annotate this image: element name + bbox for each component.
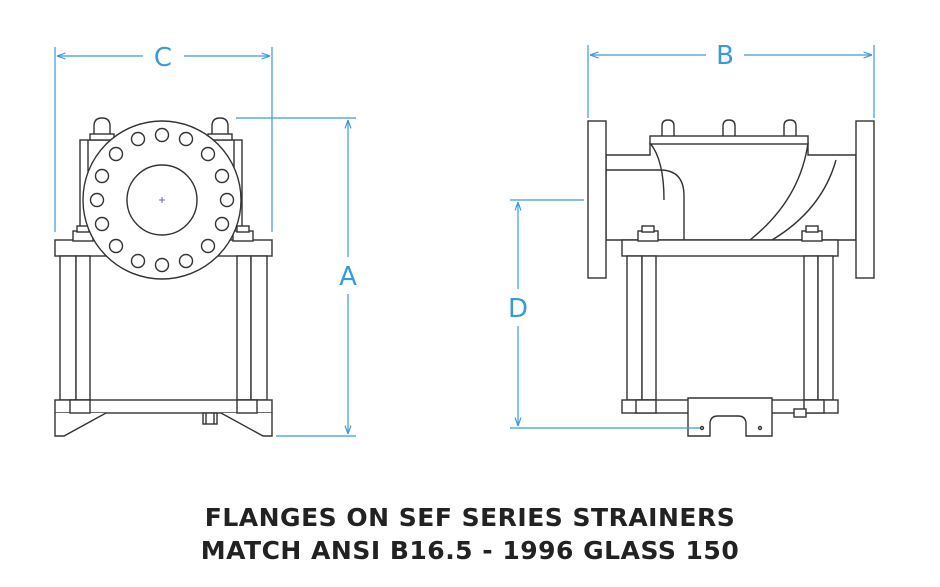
caption-line-1: FLANGES ON SEF SERIES STRAINERS [204,503,736,532]
side-view [587,119,875,437]
side-flange-left [587,120,607,279]
front-rod-left-inner [75,255,91,401]
side-rod-right-inner [803,255,819,401]
front-rod-right-outer [250,255,268,401]
dim-c-label: C [154,43,172,73]
caption-line-2: MATCH ANSI B16.5 - 1996 GLASS 150 [200,536,740,565]
side-rod-right-outer [817,255,834,401]
front-rod-right-inner [236,255,252,401]
side-cover [649,135,809,145]
front-rod-left-outer [59,255,77,401]
dim-d-label: D [508,294,528,324]
front-drain-plug [202,412,218,425]
side-upper-plate [621,239,839,257]
dim-a-label: A [339,262,357,292]
side-rod-left-inner [641,255,657,401]
front-view [54,117,273,437]
side-drain-plug [793,408,807,418]
front-base-plate [54,399,273,414]
dimension-lines [54,45,875,437]
dim-b-label: B [716,41,734,71]
side-flange-right [855,120,875,279]
center-mark [159,197,165,203]
side-rod-left-outer [626,255,643,401]
side-bottom-bracket [687,397,773,437]
front-base-skirt [54,412,273,437]
